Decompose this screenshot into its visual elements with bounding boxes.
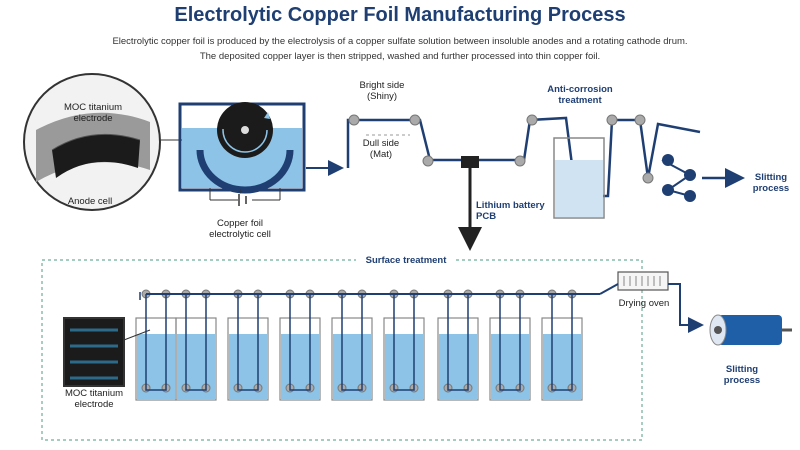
treatment-tank bbox=[437, 317, 479, 401]
subtitle-line-2: The deposited copper layer is then strip… bbox=[199, 51, 601, 62]
treatment-tanks bbox=[135, 289, 600, 401]
anti-corrosion-tank bbox=[553, 137, 605, 219]
drying-oven-label: Drying oven bbox=[618, 298, 670, 309]
anode-cell-label: Anode cell bbox=[67, 196, 113, 207]
page-title: Electrolytic Copper Foil Manufacturing P… bbox=[174, 4, 626, 26]
junction-box bbox=[461, 156, 479, 168]
treatment-tank bbox=[175, 317, 217, 401]
moc-electrode-label-bottom: MOC titanium electrode bbox=[64, 388, 124, 410]
anode-cell-magnifier bbox=[23, 73, 188, 211]
treatment-tank bbox=[279, 317, 321, 401]
treatment-tank bbox=[489, 317, 531, 401]
electrolytic-cell: + bbox=[178, 102, 306, 206]
slitting-label-bottom: Slitting process bbox=[723, 364, 761, 386]
drying-oven bbox=[617, 271, 669, 291]
treatment-tank bbox=[331, 317, 373, 401]
winding-rolls-top bbox=[661, 154, 696, 202]
treatment-tank bbox=[541, 317, 583, 401]
slitting-label-top: Slitting process bbox=[752, 172, 790, 194]
electrolytic-cell-label: Copper foil electrolytic cell bbox=[209, 218, 271, 240]
svg-text:+: + bbox=[238, 187, 243, 196]
moc-electrode-label-top: MOC titanium electrode bbox=[63, 102, 123, 124]
dull-side-label: Dull side (Mat) bbox=[362, 138, 400, 160]
final-slitting-roll bbox=[709, 314, 792, 346]
surface-treatment-box bbox=[41, 259, 643, 441]
foil-path-dips bbox=[139, 292, 573, 391]
bright-side-label: Bright side (Shiny) bbox=[359, 80, 405, 102]
electrode-magnifier-bottom bbox=[63, 317, 151, 387]
anti-corrosion-label: Anti-corrosion treatment bbox=[547, 84, 613, 106]
treatment-tank bbox=[227, 317, 269, 401]
surface-treatment-label: Surface treatment bbox=[356, 255, 456, 266]
subtitle-line-1: Electrolytic copper foil is produced by … bbox=[112, 36, 688, 47]
treatment-tank bbox=[383, 317, 425, 401]
foil-path-top bbox=[346, 116, 701, 198]
lithium-pcb-label: Lithium battery PCB bbox=[476, 200, 545, 222]
